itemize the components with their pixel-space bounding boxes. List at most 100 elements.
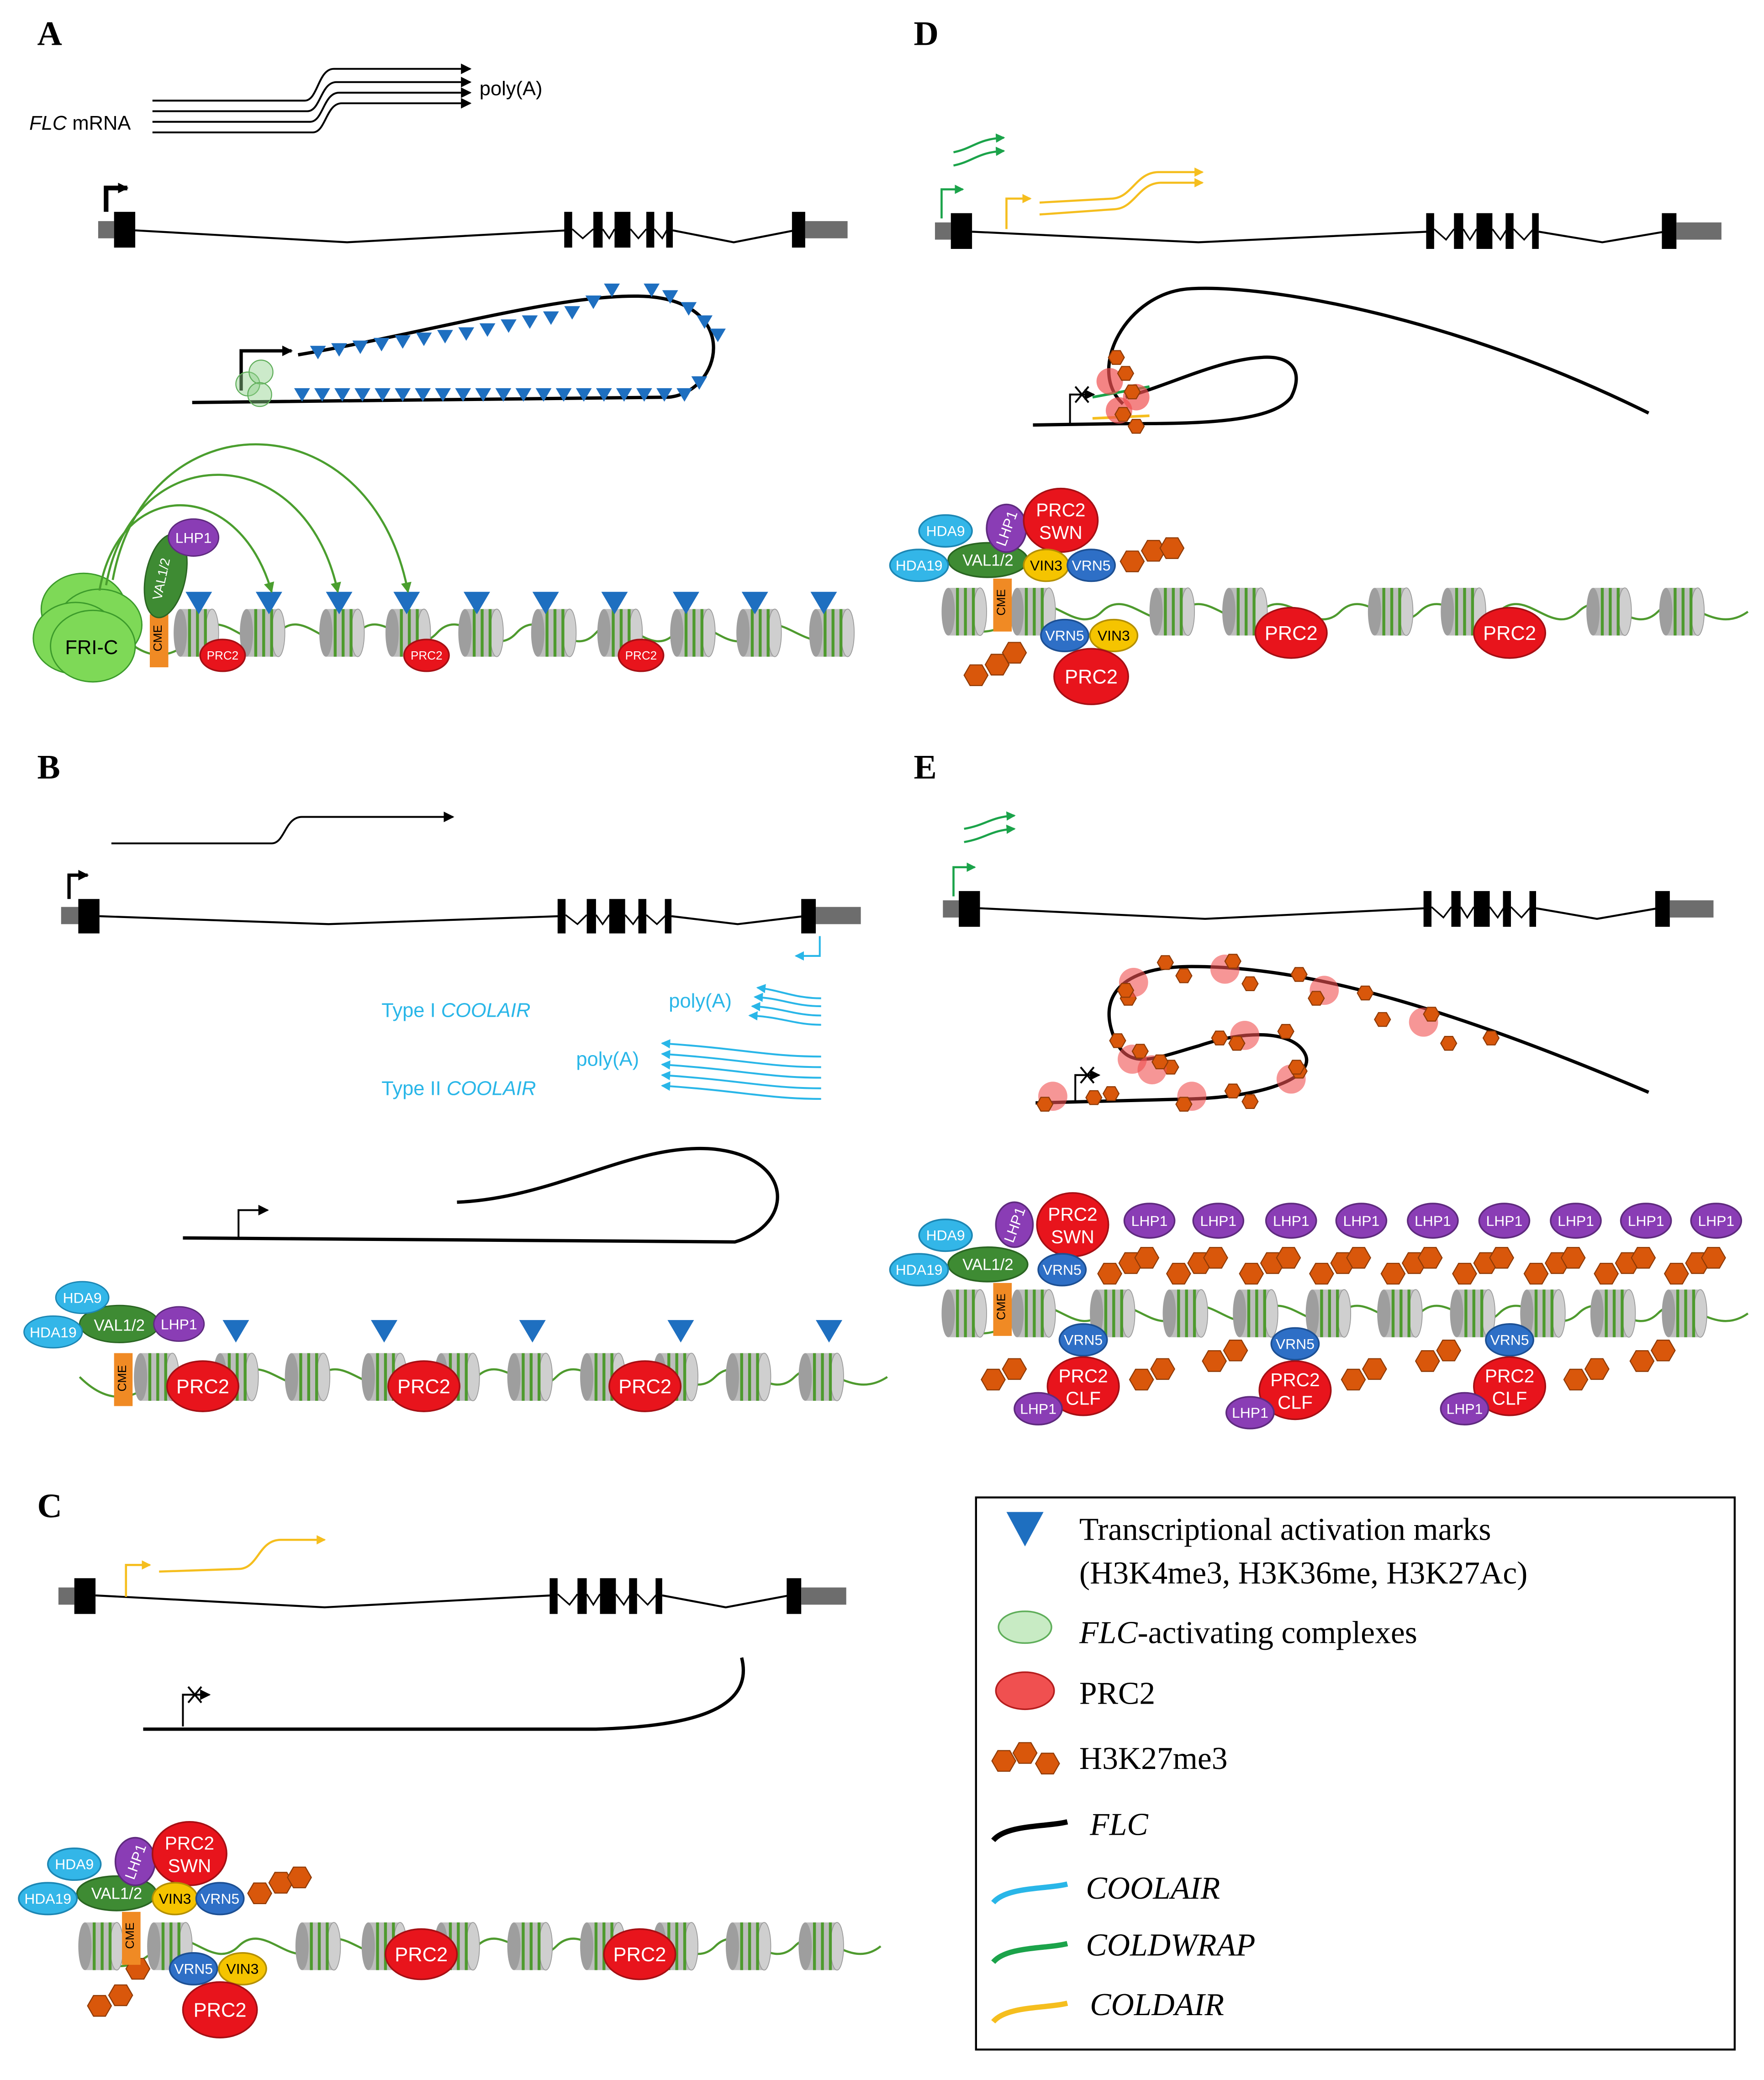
activation-mark-icon (371, 1320, 398, 1343)
nucleosome-icon (941, 587, 987, 636)
lhp1-complex-label: LHP1 (1698, 1213, 1734, 1229)
h3k27me3-icon (1423, 1007, 1440, 1022)
lhp1-complex-label: LHP1 (1486, 1213, 1523, 1229)
h3k27me3-icon (1224, 954, 1241, 969)
activation-mark-icon (681, 302, 697, 316)
h3k27me3-icon (1309, 1262, 1334, 1285)
polya-label-b2: poly(A) (576, 1049, 639, 1071)
h3k27me3-icon (1288, 1060, 1305, 1075)
activation-mark-icon (373, 338, 390, 352)
svg-text:CME: CME (123, 1922, 137, 1949)
h3k27me3-icon (981, 1368, 1006, 1391)
h3k27me3-icon (1109, 1033, 1126, 1048)
h3k27me3-icon (108, 1984, 133, 2006)
h3k27me3-icon (1175, 968, 1193, 983)
hda19-complex-label: HDA19 (896, 1262, 943, 1278)
activation-mark-icon (519, 1320, 546, 1343)
lhp1-complex: LHP1 (1335, 1203, 1388, 1239)
nucleosome-icon (507, 1352, 553, 1401)
h3k27me3-icon (1374, 1012, 1391, 1027)
svg-text:SWN: SWN (1039, 522, 1083, 543)
h3k27me3-icon (1129, 1368, 1154, 1391)
activation-mark-icon (479, 323, 496, 337)
activation-mark-icon (601, 591, 628, 615)
legend: Transcriptional activation marks (H3K4me… (975, 1496, 1736, 2051)
svg-text:PRC2: PRC2 (1036, 500, 1085, 521)
h3k27me3-icon (1417, 1247, 1443, 1269)
h3k27me3-icon (1440, 1036, 1458, 1051)
h3k27me3-icon (1102, 1086, 1120, 1101)
activation-mark-icon (532, 591, 559, 615)
h3k27me3-icon (1631, 1247, 1656, 1269)
svg-text:CLF: CLF (1066, 1388, 1101, 1409)
lhp1-label-b: LHP1 (161, 1316, 197, 1332)
activation-mark-icon (555, 388, 572, 402)
hda9-complex: HDA9 (918, 514, 973, 548)
legend-prc2: PRC2 (1079, 1676, 1155, 1711)
h3k27me3-icon (1594, 1262, 1619, 1285)
activation-mark-icon (393, 591, 420, 615)
lhp1-complex: LHP1 (1620, 1203, 1672, 1239)
activation-mark-icon (667, 1320, 694, 1343)
nucleosome-icon (319, 608, 365, 657)
panel-d-letter: D (914, 15, 939, 53)
nucleosome-icon (458, 608, 504, 657)
nucleosome-icon (809, 608, 855, 657)
flc-mrna-label: FLC mRNA (29, 112, 131, 134)
lhp1-complex-label: LHP1 (1131, 1213, 1168, 1229)
activation-mark-icon (314, 388, 330, 402)
fri-c-label: FRI-C (65, 637, 118, 659)
prc2-h3k27-loop-d (1096, 350, 1150, 434)
nucleosome-icon (1010, 1289, 1056, 1338)
nucleosome-icon (1441, 587, 1486, 636)
val-label-b: VAL1/2 (94, 1317, 145, 1334)
activation-mark-icon (672, 591, 699, 615)
flc-transcript-b (111, 811, 454, 845)
h3k27me3-icon (1629, 1350, 1655, 1372)
legend-coolair: COOLAIR (1086, 1871, 1220, 1906)
legend-activation-2: (H3K4me3, H3K36me, H3K27Ac) (1079, 1556, 1527, 1591)
nucleosome-icon (1586, 587, 1632, 636)
svg-text:CLF: CLF (1278, 1392, 1313, 1413)
h3k27me3-icon (991, 1742, 1060, 1774)
prc2-lower-label: PRC2 (194, 2000, 247, 2022)
activation-mark-icon (662, 290, 678, 304)
vrn5-complex: VRN5 (1037, 1253, 1087, 1287)
activation-mark-icon (585, 296, 602, 309)
flc-gene-model-b (61, 870, 861, 934)
coldwrap-line-icon (991, 1941, 1068, 1964)
h3k27me3-icon (1117, 983, 1135, 998)
h3k27me3-icon (1560, 1247, 1586, 1269)
cme-label: CME (151, 625, 164, 651)
h3k27me3-icon (1664, 1262, 1689, 1285)
activation-marks-b (222, 1320, 843, 1343)
h3k27me3-icon (1357, 985, 1374, 1001)
activation-mark-icon (334, 388, 350, 402)
coldair-line-icon (991, 2001, 1068, 2024)
vin3-complex: VIN3 (152, 1882, 199, 1916)
panel-d: D (889, 15, 1749, 705)
nucleosomes-e (941, 1289, 1707, 1338)
prc2-label: PRC2 (176, 1376, 229, 1398)
prc2-clf-e: VRN5PRC2CLFLHP1VRN5PRC2CLFLHP1VRN5PRC2CL… (1014, 1323, 1547, 1430)
legend-coldair: COLDAIR (1090, 1987, 1224, 2022)
h3k27me3-icon (1584, 1358, 1610, 1380)
h3k27me3-icon (1211, 1030, 1228, 1045)
h3k27me3-icon (1452, 1262, 1477, 1285)
h3k27me3-icon (1141, 540, 1166, 562)
h3k27me3-icon (1228, 1036, 1246, 1051)
activation-mark-icon (616, 388, 632, 402)
nucleosome-icon (1305, 1289, 1352, 1338)
prc2-icon (995, 1671, 1055, 1710)
activation-mark-icon (691, 376, 708, 390)
